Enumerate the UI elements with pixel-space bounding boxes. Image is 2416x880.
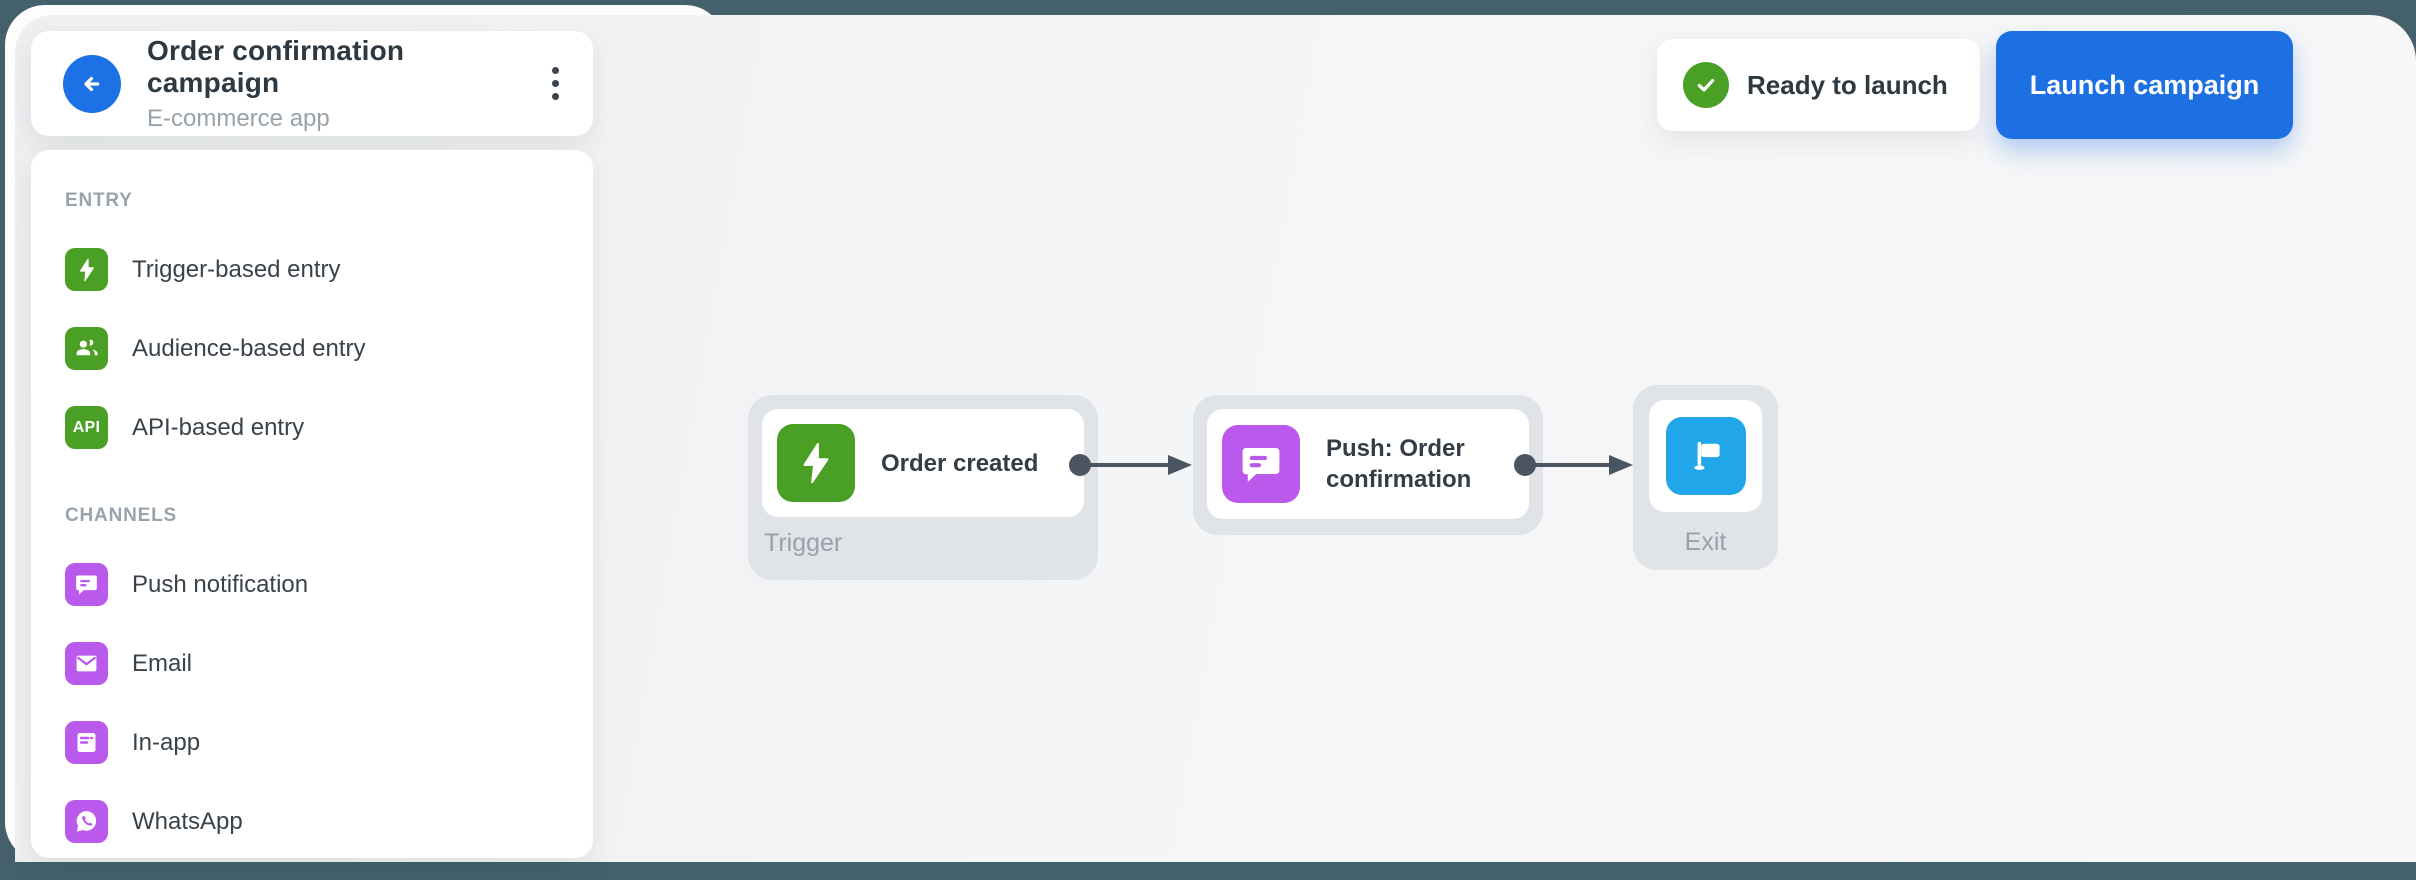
node-palette-sidebar: ENTRY Trigger-based entry Audience-based… <box>31 150 593 858</box>
flow-node-trigger-card: Order created <box>762 409 1084 517</box>
sidebar-item-label: In-app <box>132 728 201 756</box>
flow-node-exit[interactable]: Exit <box>1633 385 1778 570</box>
flag-icon <box>1665 417 1746 495</box>
flow-edge-trigger-to-push <box>1069 454 1192 476</box>
status-badge: Ready to launch <box>1657 39 1980 131</box>
sidebar-item-email[interactable]: Email <box>65 642 559 685</box>
sidebar-item-in-app[interactable]: In-app <box>65 721 559 764</box>
sidebar-item-label: Email <box>132 649 193 677</box>
flow-node-type-label: Exit <box>1684 528 1727 556</box>
section-title-entry: ENTRY <box>65 190 133 211</box>
envelope-icon <box>65 642 108 685</box>
launch-campaign-button[interactable]: Launch campaign <box>1996 31 2293 139</box>
flow-node-title: Order created <box>881 449 1039 477</box>
in-app-icon <box>65 721 108 764</box>
more-options-icon[interactable] <box>544 57 567 110</box>
back-button[interactable] <box>63 54 121 113</box>
chat-bubble-icon <box>65 563 108 606</box>
campaign-header-card: Order confirmation campaign E-commerce a… <box>31 31 593 136</box>
sidebar-item-audience-based-entry[interactable]: Audience-based entry <box>65 327 559 370</box>
chat-bubble-icon <box>1222 425 1300 503</box>
api-icon-text: API <box>72 418 101 436</box>
campaign-subtitle: E-commerce app <box>147 104 330 132</box>
audience-icon <box>65 327 108 370</box>
sidebar-item-label: Push notification <box>132 570 309 598</box>
sidebar-item-label: WhatsApp <box>132 807 243 835</box>
sidebar-item-whatsapp[interactable]: WhatsApp <box>65 800 559 843</box>
sidebar-item-push-notification[interactable]: Push notification <box>65 563 559 606</box>
flow-node-title: Push: Order confirmation <box>1326 435 1472 493</box>
sidebar-item-label: Trigger-based entry <box>132 255 341 283</box>
section-title-channels: CHANNELS <box>65 505 177 526</box>
flow-node-exit-card <box>1649 400 1762 512</box>
lightning-icon <box>65 248 108 291</box>
campaign-title: Order confirmation campaign <box>147 34 405 98</box>
flow-node-type-label: Trigger <box>764 529 843 557</box>
sidebar-item-api-based-entry[interactable]: API API-based entry <box>65 406 559 449</box>
flow-edge-push-to-exit <box>1514 454 1633 476</box>
status-label: Ready to launch <box>1747 69 1948 100</box>
arrow-left-icon <box>77 69 107 99</box>
flow-node-push[interactable]: Push: Order confirmation <box>1193 395 1543 535</box>
check-circle-icon <box>1683 62 1729 108</box>
lightning-icon <box>777 424 855 502</box>
launch-campaign-label: Launch campaign <box>2029 69 2260 100</box>
sidebar-item-trigger-based-entry[interactable]: Trigger-based entry <box>65 248 559 291</box>
sidebar-item-label: Audience-based entry <box>132 334 366 362</box>
whatsapp-icon <box>65 800 108 843</box>
flow-node-trigger[interactable]: Order created Trigger <box>748 395 1098 580</box>
sidebar-item-label: API-based entry <box>132 413 305 441</box>
flow-node-push-card: Push: Order confirmation <box>1207 409 1529 519</box>
api-icon: API <box>65 406 108 449</box>
